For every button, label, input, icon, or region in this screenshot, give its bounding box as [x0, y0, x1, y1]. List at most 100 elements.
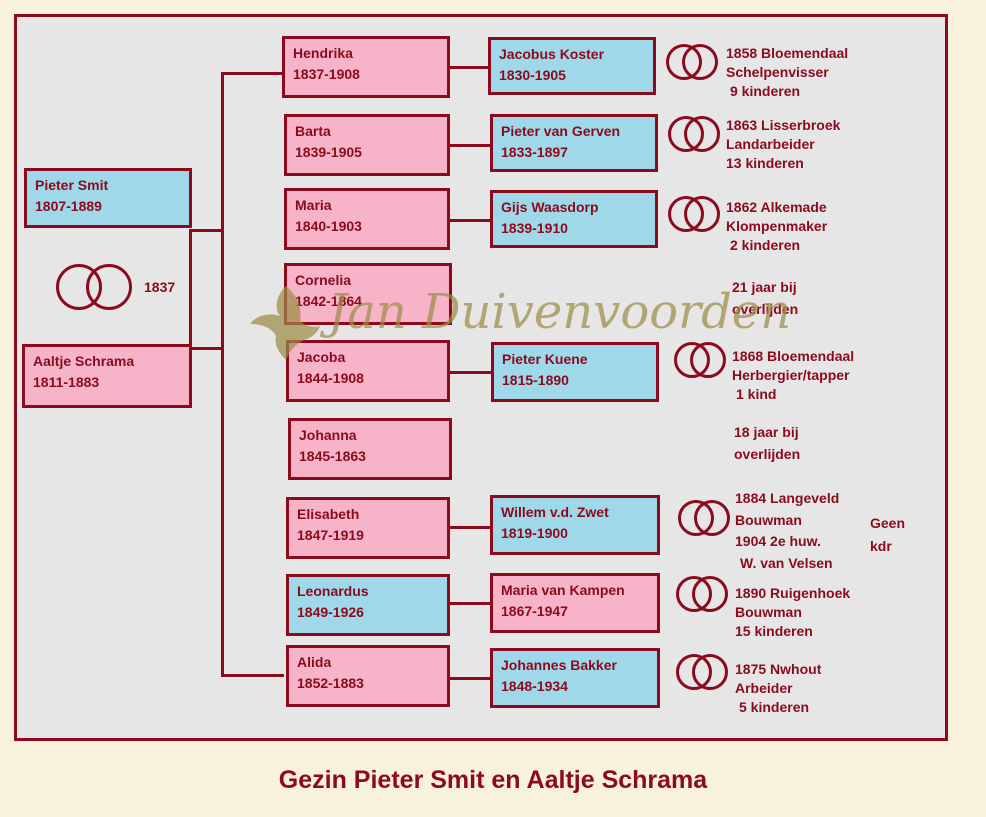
mother-name: Aaltje Schrama [33, 353, 135, 369]
note-line: kdr [870, 538, 892, 554]
marriage-note: 1858 Bloemendaal Schelpenvisser 9 kinder… [726, 44, 848, 101]
wedding-rings-icon [666, 44, 718, 80]
note-line: Bouwman [735, 511, 802, 528]
note-line: overlijden [734, 446, 801, 462]
death-note: 18 jaar bij overlijden [734, 421, 800, 465]
note-line: 13 kinderen [726, 155, 804, 171]
father-name: Pieter Smit [35, 177, 109, 193]
child-years: 1852-1883 [297, 675, 364, 691]
child-box: Maria 1840-1903 [284, 188, 450, 250]
note-line: 1 kind [736, 386, 777, 402]
child-years: 1844-1908 [297, 370, 364, 386]
child-years: 1839-1905 [295, 144, 362, 160]
child-box: Jacoba 1844-1908 [286, 340, 450, 402]
child-years: 1840-1903 [295, 218, 362, 234]
spouse-years: 1833-1897 [501, 144, 568, 160]
wedding-rings-icon [678, 500, 730, 536]
note-line: 1863 Lisserbroek [726, 117, 841, 133]
note-line: Schelpenvisser [726, 64, 829, 80]
note-line: 1868 Bloemendaal [732, 348, 855, 364]
connector-trunk [221, 72, 224, 677]
wedding-rings-icon [56, 264, 136, 310]
father-years: 1807-1889 [35, 198, 102, 214]
diagram-title: Gezin Pieter Smit en Aaltje Schrama [278, 766, 708, 794]
child-name: Jacoba [297, 349, 346, 365]
child-name: Johanna [299, 427, 357, 443]
note-line: Herbergier/tapper [732, 367, 850, 383]
spouse-box: Jacobus Koster 1830-1905 [488, 37, 656, 95]
note-line: 1858 Bloemendaal [726, 45, 849, 61]
marriage-note: 1863 Lisserbroek Landarbeider 13 kindere… [726, 116, 840, 173]
child-name: Leonardus [297, 583, 369, 599]
spouse-years: 1848-1934 [501, 678, 568, 694]
spouse-years: 1867-1947 [501, 603, 568, 619]
child-name: Cornelia [295, 272, 352, 288]
connector-bottom [221, 674, 284, 677]
father-box: Pieter Smit 1807-1889 [24, 168, 192, 228]
child-box: Johanna 1845-1863 [288, 418, 452, 480]
child-box: Leonardus 1849-1926 [286, 574, 450, 636]
marriage-note: 1862 Alkemade Klompenmaker 2 kinderen [726, 198, 827, 255]
child-name: Elisabeth [297, 506, 360, 522]
spouse-link [448, 144, 492, 147]
wedding-rings-icon [676, 654, 728, 690]
wedding-rings-icon [676, 576, 728, 612]
child-box: Cornelia 1842-1864 [284, 263, 452, 325]
note-line: 15 kinderen [735, 623, 813, 639]
note-line: Geen [870, 515, 906, 531]
child-name: Hendrika [293, 45, 353, 61]
marriage-note: 1875 Nwhout Arbeider 5 kinderen [735, 660, 821, 717]
note-line: Klompenmaker [726, 218, 828, 234]
spouse-name: Jacobus Koster [499, 46, 605, 62]
spouse-box: Maria van Kampen 1867-1947 [490, 573, 660, 633]
connector-parents-vertical [189, 229, 192, 350]
marriage-note: 1890 Ruigenhoek Bouwman 15 kinderen [735, 584, 850, 641]
note-line: 1862 Alkemade [726, 199, 827, 215]
spouse-name: Willem v.d. Zwet [501, 504, 609, 520]
spouse-years: 1830-1905 [499, 67, 566, 83]
spouse-box: Gijs Waasdorp 1839-1910 [490, 190, 658, 248]
marriage-note: 1868 Bloemendaal Herbergier/tapper 1 kin… [732, 347, 854, 404]
mother-box: Aaltje Schrama 1811-1883 [22, 344, 192, 408]
note-line: W. van Velsen [740, 554, 833, 571]
child-box: Hendrika 1837-1908 [282, 36, 450, 98]
spouse-link [448, 526, 492, 529]
note-line: 1904 2e huw. [735, 533, 821, 549]
child-years: 1842-1864 [295, 293, 362, 309]
child-name: Alida [297, 654, 332, 670]
child-box: Barta 1839-1905 [284, 114, 450, 176]
side-note: Geen kdr [870, 512, 905, 558]
mother-years: 1811-1883 [33, 374, 100, 390]
spouse-box: Johannes Bakker 1848-1934 [490, 648, 660, 708]
note-line: 9 kinderen [730, 83, 801, 99]
note-line: Arbeider [735, 680, 793, 696]
note-line: 1884 Langeveld [735, 490, 840, 506]
wedding-rings-icon [668, 196, 720, 232]
spouse-years: 1819-1900 [501, 525, 568, 541]
note-line: 2 kinderen [730, 237, 801, 253]
spouse-name: Gijs Waasdorp [501, 199, 599, 215]
note-line: overlijden [732, 301, 799, 317]
connector-father-right [190, 229, 223, 232]
spouse-link [448, 371, 492, 374]
spouse-link [448, 677, 492, 680]
child-box: Elisabeth 1847-1919 [286, 497, 450, 559]
wedding-rings-icon [668, 116, 720, 152]
note-line: 21 jaar bij [732, 279, 797, 295]
note-line: 18 jaar bij [734, 424, 799, 440]
child-years: 1847-1919 [297, 527, 364, 543]
note-line: Bouwman [735, 604, 802, 620]
note-line: 1890 Ruigenhoek [735, 585, 851, 601]
note-line: Landarbeider [726, 136, 815, 152]
spouse-link [448, 66, 490, 69]
spouse-years: 1839-1910 [501, 220, 568, 236]
note-line: 5 kinderen [739, 699, 810, 715]
spouse-years: 1815-1890 [502, 372, 569, 388]
spouse-name: Pieter van Gerven [501, 123, 621, 139]
spouse-link [448, 602, 492, 605]
spouse-box: Pieter van Gerven 1833-1897 [490, 114, 658, 172]
connector-top [221, 72, 284, 75]
child-years: 1849-1926 [297, 604, 364, 620]
spouse-name: Johannes Bakker [501, 657, 617, 673]
marriage-year: 1837 [144, 279, 176, 295]
